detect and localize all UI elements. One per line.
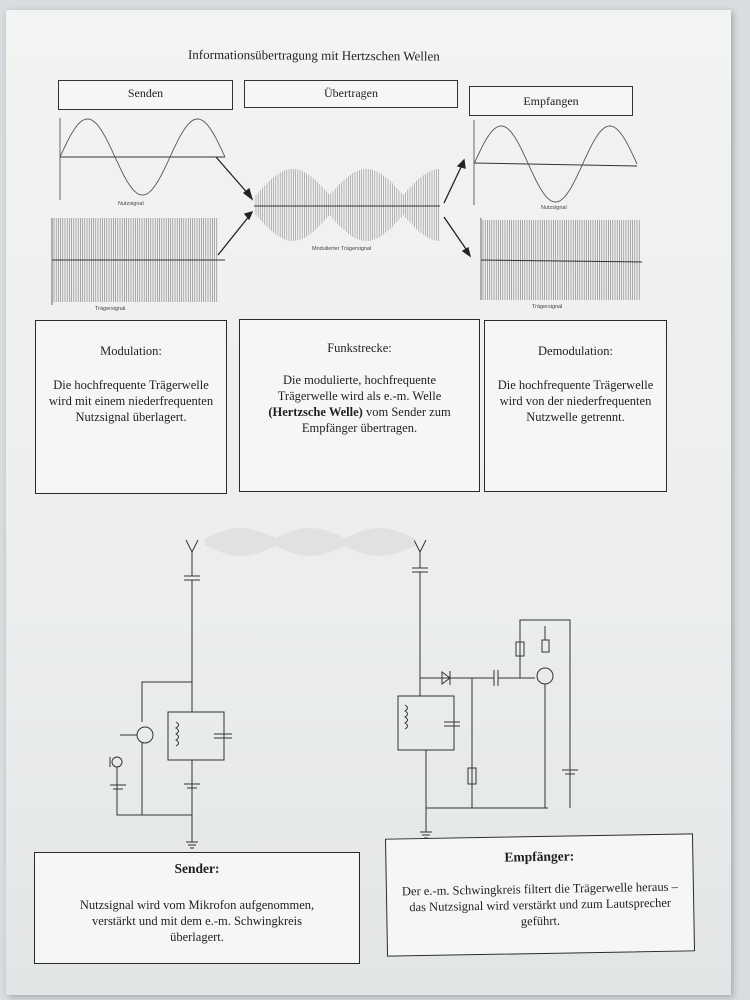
sender-circuit	[109, 539, 232, 849]
funkstrecke-body-pre: Die modulierte, hochfrequente Trägerwell…	[277, 373, 442, 403]
airwave-lines	[205, 528, 415, 556]
left-nutz-sine	[59, 118, 226, 196]
label-traegersignal-right: Trägersignal	[532, 304, 563, 310]
sender-antenna	[185, 539, 199, 576]
funkstrecke-heading: Funkstrecke:	[327, 341, 392, 355]
empfaenger-circuit	[397, 539, 578, 839]
receiver-coil	[404, 704, 408, 730]
arrow-head-4	[461, 246, 472, 258]
header-empfangen-label: Empfangen	[523, 94, 579, 108]
right-nutz-baseline	[473, 162, 638, 167]
header-uebertragen: Übertragen	[244, 80, 458, 108]
modulation-body: Die hochfrequente Trägerwelle wird mit e…	[48, 378, 214, 424]
sender-transistor	[136, 726, 154, 744]
sender-tank-circuit	[167, 711, 225, 761]
sender-body: Nutzsignal wird vom Mikrofon aufgenommen…	[79, 898, 315, 944]
arrow-mod-to-carrier	[443, 216, 469, 253]
receiver-resistor-2	[515, 641, 525, 657]
label-nutzsignal-right: Nutzsignal	[541, 205, 567, 211]
label-nutzsignal-left: Nutzsignal	[118, 201, 144, 207]
header-senden: Senden	[58, 80, 233, 110]
sender-ground-icon	[186, 841, 198, 849]
header-senden-label: Senden	[127, 86, 164, 100]
receiver-antenna	[413, 539, 427, 568]
sender-heading: Sender:	[174, 861, 220, 876]
transition-arrows	[215, 156, 472, 258]
sender-wire-1	[141, 580, 193, 722]
receiver-resistor-1	[467, 767, 477, 785]
box-sender: Sender: Nutzsignal wird vom Mikrofon auf…	[34, 852, 360, 964]
arrow-head-1	[242, 187, 254, 201]
receiver-wire-1	[419, 572, 478, 679]
sender-coil	[175, 721, 179, 747]
demodulation-body: Die hochfrequente Trägerwelle wird von d…	[497, 378, 654, 424]
arrow-head-3	[456, 158, 466, 169]
signal-waveforms	[51, 118, 643, 305]
label-traegersignal-left: Trägersignal	[95, 306, 126, 312]
receiver-transistor	[536, 667, 554, 685]
demodulation-heading: Demodulation:	[538, 344, 613, 358]
label-modulated: Modulierter Trägersignal	[312, 246, 372, 252]
modulated-carrier-lines	[255, 169, 439, 241]
empfaenger-heading: Empfänger:	[504, 848, 575, 865]
sender-wire-4	[109, 757, 192, 816]
funkstrecke-body-post: vom Sender zum Empfänger übertragen.	[301, 405, 451, 435]
right-nutz-sine	[473, 125, 638, 203]
box-funkstrecke: Funkstrecke: Die modulierte, hochfrequen…	[239, 319, 480, 492]
airwave-between-antennas	[205, 528, 415, 556]
receiver-wire-5	[519, 619, 571, 808]
modulation-heading: Modulation:	[100, 344, 162, 358]
receiver-ground-icon	[420, 808, 432, 839]
funkstrecke-body-bold: (Hertzsche Welle)	[268, 405, 363, 419]
box-modulation: Modulation: Die hochfrequente Trägerwell…	[35, 320, 227, 494]
funkstrecke-body: Die modulierte, hochfrequente Trägerwell…	[240, 372, 479, 436]
receiver-diode-icon	[441, 671, 451, 685]
arrow-carrier-to-mod	[217, 214, 251, 256]
arrow-head-2	[243, 210, 254, 221]
loudspeaker-icon	[541, 639, 550, 653]
receiver-wire-2	[419, 678, 548, 809]
arrow-nutz-to-mod	[215, 156, 251, 197]
header-empfangen: Empfangen	[469, 86, 633, 116]
header-uebertragen-label: Übertragen	[324, 86, 378, 100]
box-demodulation: Demodulation: Die hochfrequente Trägerwe…	[484, 320, 667, 492]
box-empfaenger: Empfänger: Der e.-m. Schwingkreis filter…	[384, 833, 696, 957]
right-carrier-baseline	[480, 259, 643, 263]
microphone-icon	[111, 756, 123, 768]
empfaenger-body: Der e.-m. Schwingkreis filtert die Träge…	[401, 879, 678, 929]
sender-wire-3	[120, 734, 143, 815]
receiver-tank-circuit	[397, 695, 455, 751]
arrow-mod-to-nutz	[443, 164, 463, 204]
